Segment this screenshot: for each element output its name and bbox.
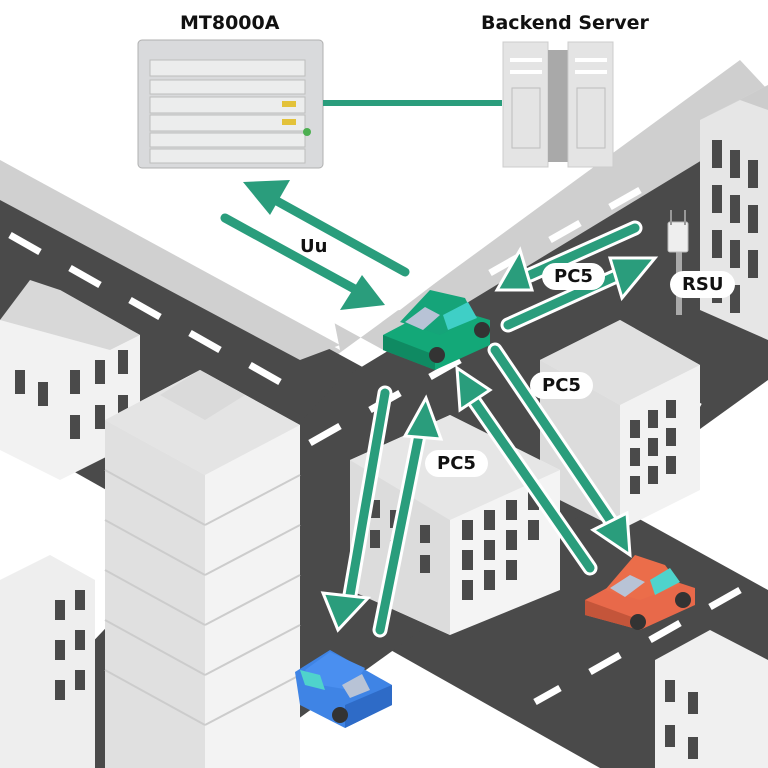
uu-label: Uu	[300, 236, 328, 257]
pc5-red-label: PC5	[530, 372, 593, 399]
green-car-icon	[383, 290, 490, 370]
red-car-icon	[585, 555, 695, 630]
building-tall-stepped	[104, 370, 301, 768]
rsu-label: RSU	[670, 271, 736, 298]
pc5-blue-label: PC5	[425, 450, 488, 477]
mt8000a-icon	[137, 39, 324, 169]
building-right-tall	[700, 85, 768, 340]
building-bottom-right	[655, 630, 768, 768]
lane-markings	[8, 186, 762, 706]
backend-server-icon	[502, 41, 614, 168]
pc5-rsu-label: PC5	[542, 263, 605, 290]
blue-car-icon	[295, 650, 392, 728]
building-center-right	[540, 320, 700, 530]
backend-server-title: Backend Server	[481, 12, 649, 34]
mt8000a-title: MT8000A	[180, 12, 280, 34]
building-bottom-left	[0, 555, 95, 768]
